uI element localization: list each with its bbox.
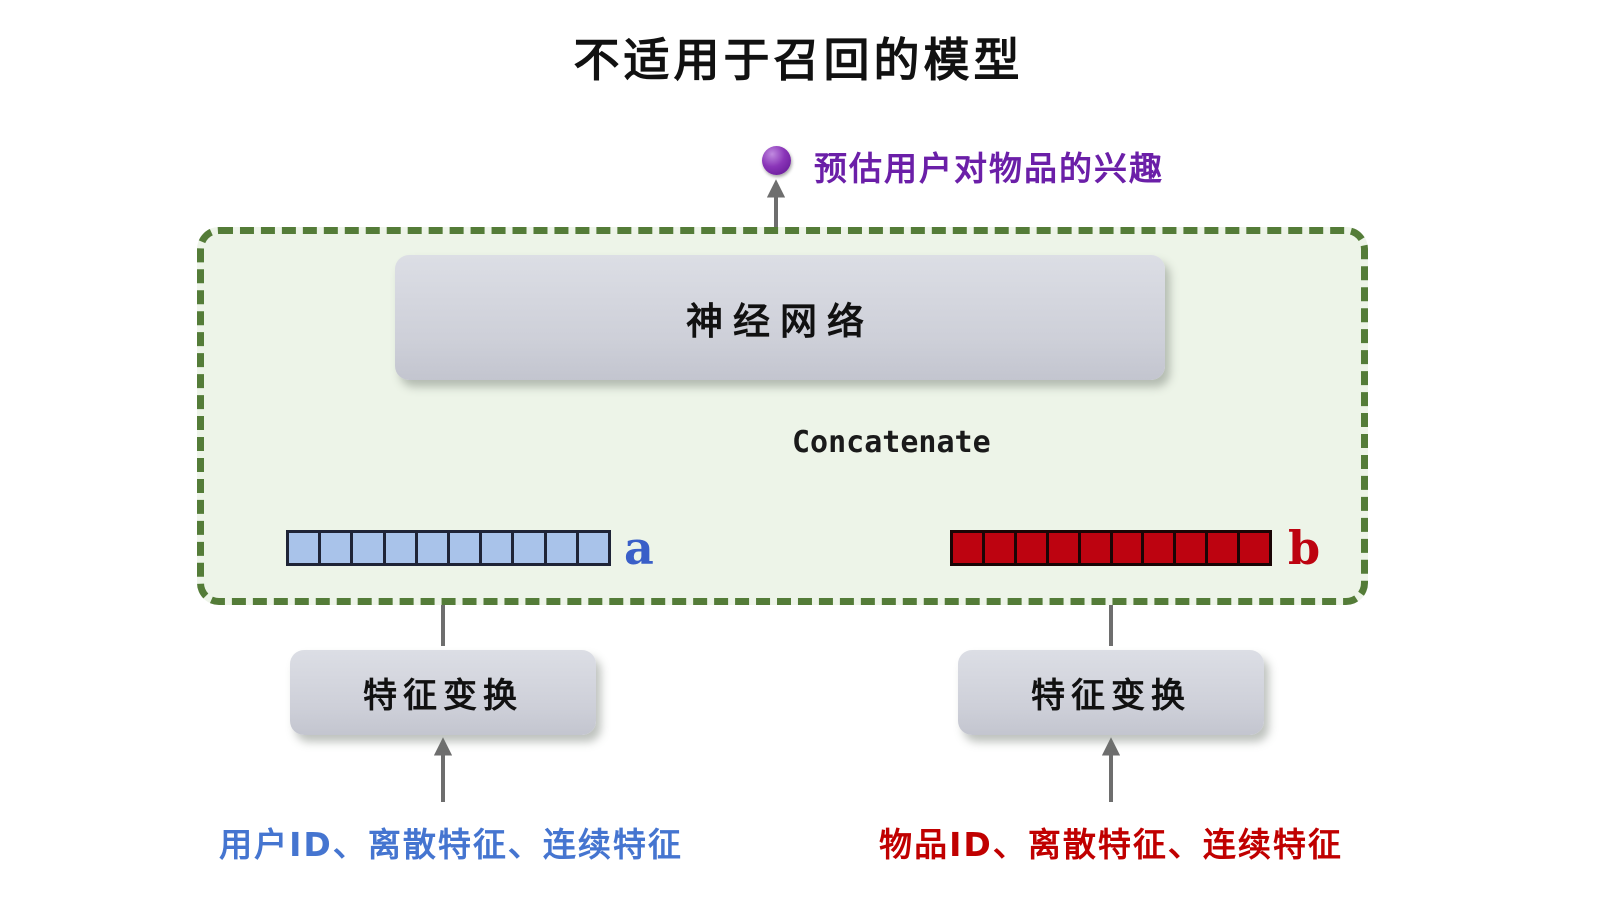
vector-cell [984,533,1017,563]
vector-cell [578,533,609,563]
vector-cell [953,533,985,563]
vector-cell [1176,533,1209,563]
vector-cell [289,533,322,563]
user-features-caption: 用户ID、离散特征、连续特征 [219,825,683,864]
neural-network-label: 神经网络 [686,299,874,343]
vector-cell [546,533,579,563]
item-features-caption: 物品ID、离散特征、连续特征 [879,825,1343,864]
vector-b [950,530,1272,566]
vector-cell [353,533,386,563]
vector-a [286,530,611,566]
feature-transform-right-label: 特征变换 [1031,676,1191,716]
page-title: 不适用于召回的模型 [573,33,1024,87]
vector-cell [482,533,515,563]
vector-a-label: a [624,521,654,575]
feature-transform-right-box: 特征变换 [958,650,1264,735]
vector-cell [321,533,354,563]
vector-cell [417,533,451,563]
vector-b-label: b [1288,521,1321,575]
prediction-label: 预估用户对物品的兴趣 [814,149,1164,188]
feature-transform-left-box: 特征变换 [290,650,596,735]
vector-cell [385,533,418,563]
feature-transform-left-label: 特征变换 [363,676,523,716]
vector-cell [514,533,547,563]
vector-cell [450,533,483,563]
vector-cell [1112,533,1145,563]
vector-cell [1240,533,1270,563]
vector-cell [1080,533,1113,563]
vector-cell [1208,533,1241,563]
vector-cell [1016,533,1049,563]
concatenate-label: Concatenate [792,425,991,460]
vector-cell [1144,533,1177,563]
vector-cell [1048,533,1081,563]
neural-network-box: 神经网络 [395,255,1165,380]
prediction-dot [762,146,791,175]
